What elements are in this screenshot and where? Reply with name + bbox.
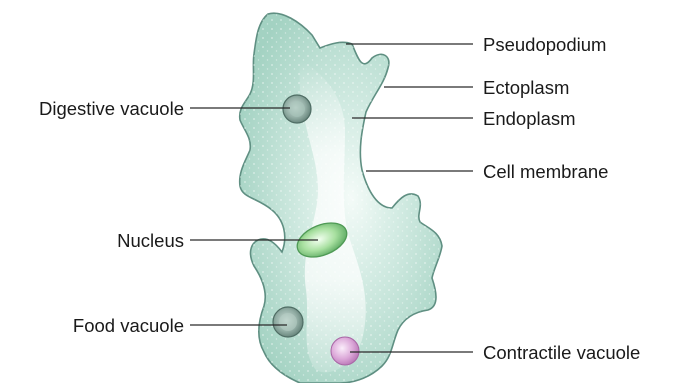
label-ectoplasm: Ectoplasm xyxy=(483,77,569,98)
digestive-vacuole xyxy=(283,95,311,123)
label-cell-membrane: Cell membrane xyxy=(483,161,608,182)
label-contractile-vacuole: Contractile vacuole xyxy=(483,342,640,363)
label-food-vacuole: Food vacuole xyxy=(73,315,184,336)
amoeba-cell xyxy=(240,13,442,383)
contractile-vacuole xyxy=(331,337,359,365)
label-endoplasm: Endoplasm xyxy=(483,108,576,129)
label-pseudopodium: Pseudopodium xyxy=(483,34,606,55)
label-digestive-vacuole: Digestive vacuole xyxy=(39,98,184,119)
label-nucleus: Nucleus xyxy=(117,230,184,251)
food-vacuole xyxy=(273,307,303,337)
